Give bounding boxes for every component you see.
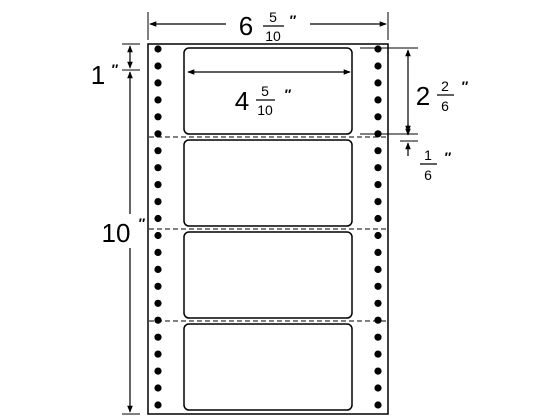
right-feed-hole — [374, 198, 382, 206]
left-feed-hole — [154, 214, 162, 223]
right-feed-hole — [374, 316, 382, 324]
label-4 — [183, 323, 353, 411]
label-3 — [183, 231, 353, 319]
label-width-numerator: 5 — [261, 83, 269, 99]
label-width-whole: 4 — [235, 86, 249, 116]
left-feed-hole — [154, 282, 162, 290]
right-feed-hole — [374, 401, 382, 409]
right-feed-hole — [374, 282, 382, 290]
right-feed-hole — [374, 333, 382, 341]
label-height-numerator: 2 — [441, 78, 449, 94]
left-feed-hole — [154, 367, 162, 375]
left-feed-hole — [154, 181, 162, 189]
label-2 — [183, 139, 353, 227]
left-feed-hole — [154, 299, 162, 307]
top-offset-dimension: 1 ″ — [91, 43, 140, 90]
left-feed-hole — [154, 79, 162, 87]
right-feed-hole — [374, 214, 382, 223]
label-width-denominator: 10 — [257, 102, 273, 118]
sheet-outline — [147, 43, 389, 415]
right-feed-hole — [374, 299, 382, 307]
left-feed-hole — [154, 147, 162, 155]
label-height-denominator: 6 — [441, 98, 449, 114]
label-1 — [183, 47, 353, 135]
sheet-height-dimension: 10 ″ — [100, 71, 146, 415]
total-width-numerator: 5 — [269, 9, 277, 25]
right-feed-hole — [374, 384, 382, 392]
sheet-height-unit: ″ — [139, 215, 146, 231]
right-feed-hole — [374, 231, 382, 240]
right-feed-hole — [374, 248, 382, 256]
left-feed-hole — [154, 231, 162, 240]
sheet-height-value: 10 — [102, 218, 131, 248]
label-grid — [183, 47, 353, 411]
label-height-whole: 2 — [416, 81, 430, 111]
left-feed-hole — [154, 350, 162, 358]
top-offset-value: 1 — [91, 60, 105, 90]
right-feed-hole — [374, 367, 382, 375]
left-feed-hole — [154, 316, 162, 324]
label-width-dimension: 4 5 10 ″ — [187, 69, 351, 118]
label-gap-numerator: 1 — [424, 147, 432, 163]
left-feed-hole — [154, 130, 162, 138]
label-gap-unit: ″ — [445, 149, 452, 165]
right-feed-hole — [374, 79, 382, 87]
left-feed-hole — [154, 401, 162, 409]
left-feed-hole — [154, 164, 162, 172]
left-feed-hole — [154, 384, 162, 392]
label-gap-dimension: 1 6 ″ — [400, 124, 452, 183]
right-feed-hole — [374, 96, 382, 104]
right-feed-hole — [374, 62, 382, 70]
right-feed-hole — [374, 147, 382, 155]
label-height-unit: ″ — [462, 78, 469, 94]
left-feed-hole — [154, 96, 162, 104]
right-feed-hole — [374, 265, 382, 273]
left-feed-hole — [154, 248, 162, 256]
right-feed-hole — [374, 45, 382, 53]
total-width-whole: 6 — [239, 11, 253, 41]
left-feed-hole — [154, 333, 162, 341]
pin-feed-holes — [154, 45, 382, 409]
label-height-dimension: 2 2 6 ″ — [360, 47, 469, 135]
right-feed-hole — [374, 164, 382, 172]
label-gap-denominator: 6 — [424, 167, 432, 183]
total-width-dimension: 6 5 10 ″ — [147, 8, 389, 44]
total-width-denominator: 10 — [265, 28, 281, 44]
top-offset-unit: ″ — [112, 61, 119, 77]
right-feed-hole — [374, 181, 382, 189]
left-feed-hole — [154, 265, 162, 273]
left-feed-hole — [154, 198, 162, 206]
total-width-unit: ″ — [290, 12, 297, 28]
label-width-unit: ″ — [285, 86, 292, 102]
left-feed-hole — [154, 45, 162, 53]
left-feed-hole — [154, 62, 162, 70]
right-feed-hole — [374, 113, 382, 121]
right-feed-hole — [374, 350, 382, 358]
left-feed-hole — [154, 113, 162, 121]
